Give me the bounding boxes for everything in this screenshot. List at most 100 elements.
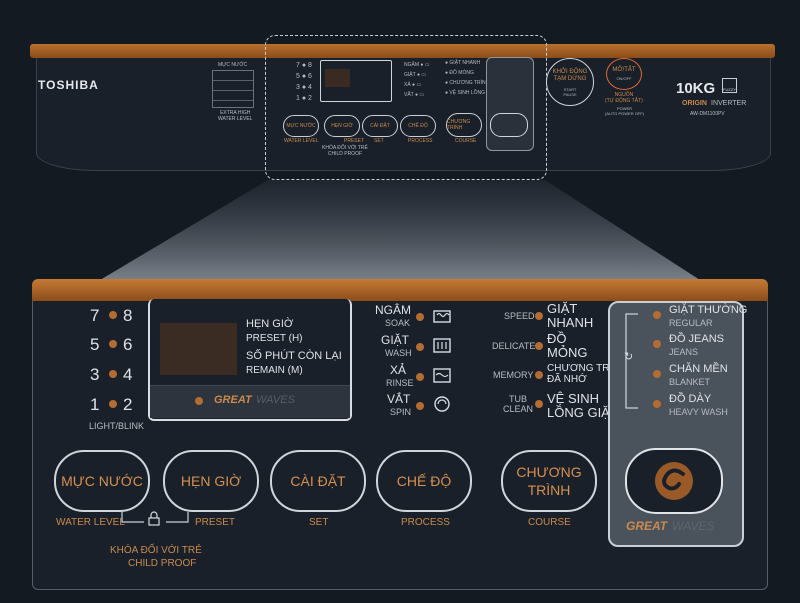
led-3-4 <box>109 370 117 378</box>
display-logo-waves: WAVES <box>256 394 295 406</box>
fuzzy-label: FUZZY <box>723 87 736 92</box>
number-6: 6 <box>123 335 133 354</box>
child-proof-vn: KHÓA ĐỐI VỚI TRẺ <box>110 545 202 556</box>
remain-vn-label: SỐ PHÚT CÒN LẠI <box>246 350 342 362</box>
heavy-wash-led <box>653 400 661 408</box>
rinse-vn-label: XẢ <box>390 363 407 377</box>
zoom-region-outline <box>265 35 547 180</box>
blanket-en-label: BLANKET <box>669 377 711 387</box>
spin-en-label: SPIN <box>390 407 412 417</box>
regular-vn-label: GIẶT THƯỜNG <box>669 304 748 316</box>
memory-led <box>535 371 543 379</box>
origin-label: ORIGIN <box>682 100 707 107</box>
power-label: MỞ/TẮT <box>612 67 636 73</box>
great-waves-logo-icon <box>655 462 693 500</box>
process-caption: PROCESS <box>401 517 450 528</box>
zoomed-lid-strip <box>32 279 768 301</box>
soak-led <box>416 313 424 321</box>
water-level-button[interactable]: MỰC NƯỚC <box>54 450 150 512</box>
speed-led <box>535 312 543 320</box>
display-logo-bar <box>150 385 350 418</box>
remain-en-label: REMAIN (M) <box>246 365 303 376</box>
spin-led <box>416 402 424 410</box>
mini-process-caption: PROCESS <box>408 138 433 144</box>
display-frame <box>148 299 352 421</box>
speed-en-label: SPEED <box>504 311 535 321</box>
speed-vn-label: GIẶT NHANH <box>547 301 594 330</box>
set-button[interactable]: CÀI ĐẶT <box>270 450 366 512</box>
child-proof-en: CHILD PROOF <box>128 558 197 569</box>
heavy-wash-vn-label: ĐỒ DÀY <box>669 393 712 405</box>
tub-clean-en-label: TUB CLEAN <box>503 394 534 414</box>
jeans-en-label: JEANS <box>669 347 699 357</box>
light-blink-label: LIGHT/BLINK <box>89 421 145 431</box>
set-caption: SET <box>309 517 329 528</box>
rinse-en-label: RINSE <box>386 378 414 388</box>
blanket-led <box>653 370 661 378</box>
overview-lid-strip <box>30 44 775 58</box>
preset-caption: PRESET <box>195 517 236 528</box>
preset-en-label: PRESET (H) <box>246 333 303 344</box>
number-7: 7 <box>90 306 100 325</box>
power-button[interactable]: MỞ/TẮT ON/OFF <box>606 58 642 90</box>
delicate-vn-label: ĐỒ MỎNG <box>547 331 588 360</box>
rinse-led <box>416 373 424 381</box>
display-led <box>195 397 203 405</box>
mini-course-selector <box>486 57 534 151</box>
mini-start-logo-button <box>490 113 528 137</box>
course-bracket <box>625 313 638 409</box>
mini-water-level-button: MỰC NƯỚC <box>283 115 319 137</box>
model-label: AW-DM1100PV <box>690 111 725 117</box>
preset-vn-label: HẸN GIỜ <box>246 318 294 330</box>
rinse-icon <box>433 368 451 383</box>
mini-water-level-caption: WATER LEVEL <box>284 138 319 144</box>
mini-set-caption: SET <box>374 138 384 144</box>
number-1: 1 <box>90 395 100 414</box>
wash-en-label: WASH <box>385 348 412 358</box>
mini-display <box>320 60 392 102</box>
start-pause-en: START PAUSE <box>563 87 577 97</box>
wash-vn-label: GIẶT <box>381 333 410 347</box>
inverter-label: INVERTER <box>711 100 747 107</box>
regular-led <box>653 311 661 319</box>
led-1-2 <box>109 400 117 408</box>
great-waves-logo-waves: WAVES <box>672 519 715 533</box>
delicate-en-label: DELICATE <box>492 341 536 351</box>
led-7-8 <box>109 311 117 319</box>
mini-process-list: NGÂM ● ▭ GIẶT ● ▭ XẢ ● ▭ VẮT ● ▭ <box>404 62 430 98</box>
mini-course-list: ● GIẶT NHANH ● ĐỒ MỎNG ● CHƯƠNG TRÌNH ● … <box>445 60 490 96</box>
mini-course-caption: COURSE <box>455 138 477 144</box>
number-3: 3 <box>90 365 100 384</box>
fuzzy-badge: FUZZY <box>722 78 737 93</box>
start-pause-label: KHỞI ĐỘNG TẠM DỪNG <box>552 69 588 82</box>
mini-number-grid: 7 ● 8 5 ● 6 3 ● 4 1 ● 2 <box>296 62 312 102</box>
mini-course-button: CHƯƠNG TRÌNH <box>446 113 482 137</box>
display-logo-great: GREAT <box>214 394 252 406</box>
number-4: 4 <box>123 365 133 384</box>
mini-water-level-title: MỰC NƯỚC <box>218 62 248 68</box>
tub-clean-led <box>535 400 543 408</box>
great-waves-logo-great: GREAT <box>626 519 668 533</box>
wash-icon <box>433 338 451 353</box>
child-lock-bracket <box>121 512 189 523</box>
mini-water-level-table <box>212 70 254 108</box>
heavy-wash-en-label: HEAVY WASH <box>669 407 728 417</box>
start-pause-button[interactable]: KHỞI ĐỘNG TẠM DỪNG START PAUSE <box>546 58 594 106</box>
spin-icon <box>434 396 450 412</box>
preset-button[interactable]: HẸN GIỜ <box>163 450 259 512</box>
regular-en-label: REGULAR <box>669 318 713 328</box>
course-button[interactable]: CHƯƠNG TRÌNH <box>501 450 597 512</box>
brand-logo: TOSHIBA <box>38 78 99 92</box>
process-button[interactable]: CHẾ ĐỘ <box>376 450 472 512</box>
capacity-label: 10KG <box>676 80 716 97</box>
mini-extra-label: EXTRA HIGH WATER LEVEL <box>218 110 253 122</box>
tub-clean-vn-label: VỆ SINH LỒNG GIẶT <box>547 391 618 420</box>
jeans-vn-label: ĐỒ JEANS <box>669 333 725 345</box>
power-source-en: POWER (AUTO POWER OFF) <box>605 106 645 116</box>
mini-process-button: CHẾ ĐỘ <box>400 115 436 137</box>
spin-vn-label: VẮT <box>387 392 411 406</box>
memory-en-label: MEMORY <box>493 370 534 380</box>
great-waves-start-button[interactable] <box>625 448 723 514</box>
water-level-caption: WATER LEVEL <box>56 517 125 528</box>
course-selector-panel <box>608 301 744 547</box>
